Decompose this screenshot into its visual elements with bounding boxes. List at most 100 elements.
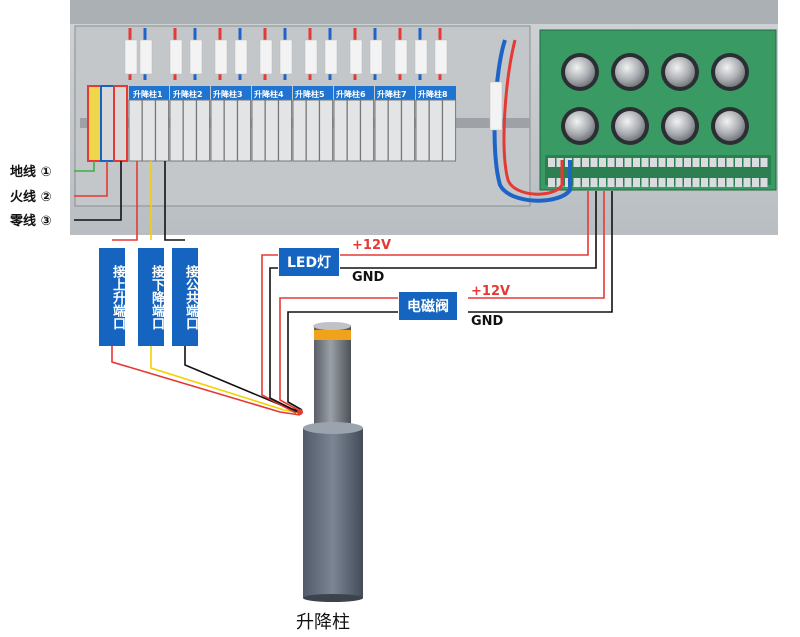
bollard (297, 322, 363, 602)
board-terminal (658, 158, 666, 167)
module-label-2: 升降柱2 (173, 90, 203, 99)
control-panel (70, 0, 778, 235)
module-header (211, 86, 251, 100)
terminal-slot (182, 99, 197, 162)
module-header (293, 86, 333, 100)
board-terminal (709, 178, 717, 187)
ground-line-label: 地线 ① (10, 165, 52, 180)
module-header (129, 86, 169, 100)
terminal-slot (305, 99, 320, 162)
module-header (170, 86, 210, 100)
terminal-slot (319, 99, 334, 162)
terminal-slot (346, 99, 361, 162)
terminal-slot (196, 99, 211, 162)
live-line-label: 火线 ② (10, 190, 52, 205)
board-terminal (667, 158, 674, 167)
terminal-slot (387, 99, 402, 162)
module-header (416, 86, 456, 100)
terminal-slot (210, 99, 225, 162)
solenoid-button (665, 111, 695, 141)
solenoid-button (615, 111, 645, 141)
led-solenoid-wires (261, 191, 613, 414)
board-terminal (667, 178, 674, 187)
board-terminal (573, 158, 581, 167)
terminal-slot (442, 99, 457, 162)
board-terminal (590, 158, 598, 167)
module-label-6: 升降柱6 (336, 90, 366, 99)
board-terminal (616, 158, 623, 167)
terminal-slot (401, 99, 416, 162)
board-terminal (607, 158, 615, 167)
board-terminal (641, 158, 649, 167)
terminal-slot (264, 99, 279, 162)
terminal-slot (251, 99, 266, 162)
board-terminal (624, 178, 632, 187)
board-terminal (760, 158, 768, 167)
board-terminal (752, 178, 759, 187)
terminal-slot (428, 99, 443, 162)
board-terminal (650, 158, 657, 167)
board-terminal (556, 158, 564, 167)
solenoid-board (539, 29, 777, 191)
board-terminal (726, 178, 734, 187)
board-terminal (556, 178, 564, 187)
terminal-slot (223, 99, 238, 162)
board-terminal (590, 178, 598, 187)
board-terminal (760, 178, 768, 187)
board-terminal (684, 158, 691, 167)
terminal-slot (237, 99, 252, 162)
board-terminal (726, 158, 734, 167)
led-label: LED灯 (279, 248, 340, 276)
terminal-slot (292, 99, 307, 162)
terminal-slot (169, 99, 184, 162)
led-plus-label: +12V (352, 238, 392, 253)
fall-port-label: 接下降端口 (138, 248, 164, 346)
terminal-slot (374, 99, 389, 162)
board-terminal (582, 178, 589, 187)
board-terminal (709, 158, 717, 167)
module-label-1: 升降柱1 (133, 90, 163, 99)
board-terminal (650, 178, 657, 187)
board-terminal (675, 178, 683, 187)
board-terminal (718, 178, 725, 187)
module-header (375, 86, 415, 100)
bollard-caption: 升降柱 (296, 612, 350, 633)
module-label-5: 升降柱5 (295, 90, 325, 99)
power-wires (74, 161, 122, 221)
solenoid-button (565, 111, 595, 141)
board-terminal (658, 178, 666, 187)
rise-port-label: 接上升端口 (99, 248, 125, 346)
board-terminal (599, 178, 606, 187)
board-terminal (701, 158, 708, 167)
module-label-8: 升降柱8 (418, 90, 448, 99)
board-terminal (718, 158, 725, 167)
terminal-slot (415, 99, 430, 162)
board-terminal (599, 158, 606, 167)
terminal-slot (333, 99, 348, 162)
terminal-blocks (128, 86, 457, 162)
board-terminal (641, 178, 649, 187)
solenoid-gnd-label: GND (471, 314, 504, 329)
board-terminal (752, 158, 759, 167)
terminal-slot (360, 99, 375, 162)
module-header (334, 86, 374, 100)
board-terminal (582, 158, 589, 167)
solenoid-button (715, 111, 745, 141)
led-gnd-label: GND (352, 270, 385, 285)
solenoid-button (665, 57, 695, 87)
board-terminal (624, 158, 632, 167)
board-terminal (684, 178, 691, 187)
solenoid-button (715, 57, 745, 87)
board-terminal (735, 158, 742, 167)
board-terminal (548, 178, 555, 187)
board-terminal (675, 158, 683, 167)
board-terminal (548, 158, 555, 167)
board-terminal (692, 178, 700, 187)
board-terminal (743, 158, 751, 167)
solenoid-button (615, 57, 645, 87)
terminal-slot (278, 99, 293, 162)
terminal-slot (141, 99, 156, 162)
board-terminal (573, 178, 581, 187)
module-header (252, 86, 292, 100)
